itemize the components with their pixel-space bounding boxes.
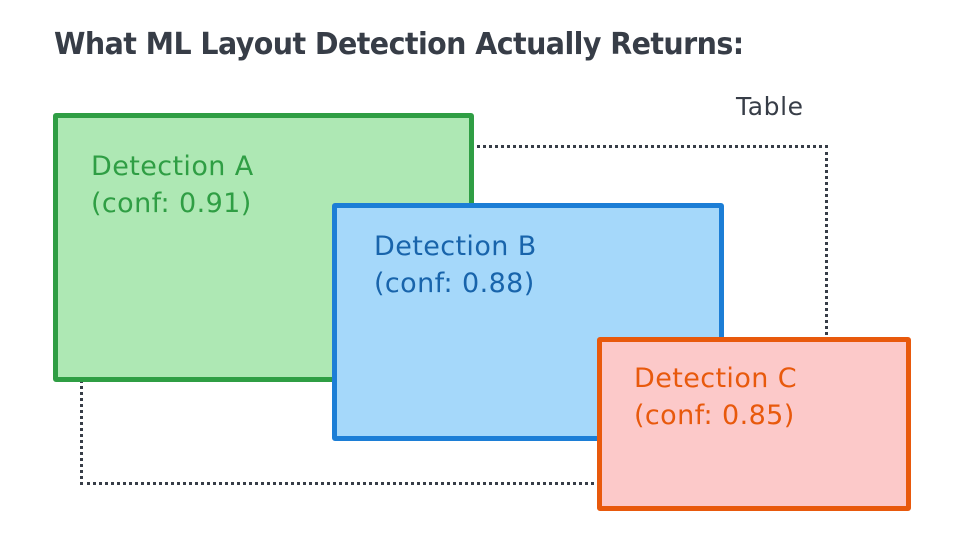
- page-title: What ML Layout Detection Actually Return…: [54, 27, 744, 62]
- detection-b-label: Detection B (conf: 0.88): [374, 228, 537, 303]
- detection-b-confidence: (conf: 0.88): [374, 268, 535, 300]
- detection-a-label: Detection A (conf: 0.91): [91, 148, 254, 223]
- detection-a-confidence: (conf: 0.91): [91, 188, 252, 220]
- ground-truth-label: Table: [736, 92, 804, 121]
- detection-c-label: Detection C (conf: 0.85): [634, 360, 797, 435]
- detection-c-confidence: (conf: 0.85): [634, 400, 795, 432]
- detection-a-name: Detection A: [91, 151, 254, 182]
- detection-c-name: Detection C: [634, 363, 797, 394]
- detection-box-c[interactable]: [597, 337, 911, 511]
- detection-b-name: Detection B: [374, 231, 537, 262]
